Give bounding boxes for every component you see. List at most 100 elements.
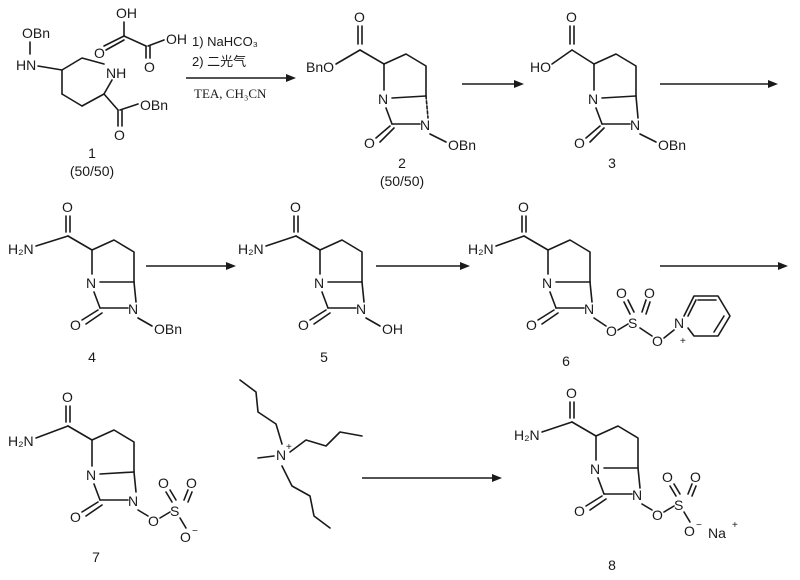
reaction-arrow-6 xyxy=(660,262,788,270)
charge-plus: + xyxy=(680,336,686,347)
atom-o: O xyxy=(364,135,375,151)
atom-o: O xyxy=(62,389,73,405)
atom-h2n: H₂N xyxy=(8,433,34,449)
charge-plus: + xyxy=(286,442,292,453)
compound-label: 5 xyxy=(320,349,328,365)
compound-6: O H₂N N O N O S O O O N + 6 xyxy=(468,199,731,369)
compound-label: 3 xyxy=(608,155,616,171)
compound-7: O H₂N N O N O S O O O − 7 xyxy=(8,389,198,565)
atom-o: O xyxy=(70,509,81,525)
atom-o: O xyxy=(684,523,695,539)
compound-1: OBn HN NH O OBn OH O O OH 1 (50/50) xyxy=(16,5,187,179)
atom-s: S xyxy=(170,503,179,519)
atom-o: O xyxy=(616,285,627,301)
atom-n: N xyxy=(128,493,138,509)
atom-o: O xyxy=(62,199,73,215)
atom-oh: OH xyxy=(382,321,403,337)
atom-h2n: H₂N xyxy=(8,241,34,257)
compound-label: 8 xyxy=(608,557,616,573)
atom-h2n: H₂N xyxy=(468,241,494,257)
atom-h2n: H₂N xyxy=(514,427,540,443)
atom-o: O xyxy=(526,317,537,333)
compound-label: 4 xyxy=(88,349,96,365)
reaction-arrow-3 xyxy=(660,80,778,88)
atom-n: N xyxy=(314,275,324,291)
atom-o: O xyxy=(574,503,585,519)
atom-nh: NH xyxy=(106,65,126,81)
atom-o: O xyxy=(566,9,577,25)
atom-n: N xyxy=(632,487,642,503)
ratio-note: (50/50) xyxy=(380,173,424,189)
atom-obn: OBn xyxy=(22,25,50,41)
atom-o: O xyxy=(662,469,673,485)
atom-n: N xyxy=(128,301,138,317)
compound-4: O H₂N N O N OBn 4 xyxy=(8,199,182,365)
atom-o: O xyxy=(290,199,301,215)
atom-o: O xyxy=(518,199,529,215)
atom-o: O xyxy=(644,285,655,301)
atom-o: O xyxy=(566,385,577,401)
atom-oh: OH xyxy=(116,5,137,21)
charge-minus: − xyxy=(696,520,702,531)
atom-oh: OH xyxy=(166,31,187,47)
atom-na: Na xyxy=(708,525,726,541)
atom-o: O xyxy=(144,59,155,75)
atom-obn: OBn xyxy=(154,321,182,337)
atom-n: N xyxy=(356,301,366,317)
compound-8: O H₂N N O N O S O O O − Na + 8 xyxy=(514,385,738,573)
atom-n: N xyxy=(86,467,96,483)
atom-o: O xyxy=(606,323,617,339)
atom-n: N xyxy=(588,91,598,107)
atom-n: N xyxy=(378,91,388,107)
atom-h2n: H₂N xyxy=(238,241,264,257)
atom-n: N xyxy=(86,275,96,291)
atom-o: O xyxy=(690,469,701,485)
atom-o: O xyxy=(652,507,663,523)
atom-o: O xyxy=(114,127,125,143)
atom-o: O xyxy=(180,529,191,545)
atom-obn: OBn xyxy=(448,137,476,153)
reagent-line-3: TEA, CH₃CN xyxy=(194,86,267,101)
atom-o: O xyxy=(354,9,365,25)
compound-3: O HO N O N OBn 3 xyxy=(530,9,686,171)
atom-o: O xyxy=(94,45,105,61)
atom-ho: HO xyxy=(530,59,551,75)
charge-minus: − xyxy=(192,526,198,537)
reaction-arrow-4 xyxy=(146,262,236,270)
atom-n: N xyxy=(584,301,594,317)
compound-label: 1 xyxy=(88,145,96,161)
compound-5: O H₂N N O N OH 5 xyxy=(238,199,403,365)
atom-obn: OBn xyxy=(658,137,686,153)
atom-o: O xyxy=(158,475,169,491)
atom-o: O xyxy=(652,333,663,349)
atom-obn: OBn xyxy=(140,97,168,113)
atom-bno: BnO xyxy=(306,59,334,75)
atom-n: N xyxy=(420,117,430,133)
atom-o: O xyxy=(298,317,309,333)
compound-label: 2 xyxy=(398,155,406,171)
reaction-arrow-7 xyxy=(362,474,502,482)
atom-hn: HN xyxy=(16,57,36,73)
atom-n: N xyxy=(674,315,684,331)
charge-plus: + xyxy=(732,520,738,531)
reaction-arrow-5 xyxy=(376,262,470,270)
tetrabutylammonium-reagent: N + xyxy=(239,379,363,529)
reaction-arrow-1: 1) NaHCO₃ 2) 二光气 TEA, CH₃CN xyxy=(186,34,296,101)
atom-o: O xyxy=(574,135,585,151)
atom-s: S xyxy=(674,497,683,513)
atom-o: O xyxy=(70,317,81,333)
atom-s: S xyxy=(628,315,637,331)
atom-o: O xyxy=(148,513,159,529)
reagent-line-1: 1) NaHCO₃ xyxy=(192,34,258,49)
compound-label: 6 xyxy=(562,353,570,369)
atom-o: O xyxy=(186,475,197,491)
ratio-note: (50/50) xyxy=(70,163,114,179)
atom-n: N xyxy=(590,461,600,477)
atom-n: N xyxy=(630,117,640,133)
compound-2: O BnO N O N OBn 2 (50/50) xyxy=(306,9,476,189)
atom-n: N xyxy=(276,447,286,463)
reaction-arrow-2 xyxy=(462,80,524,88)
atom-n: N xyxy=(542,275,552,291)
reagent-line-2: 2) 二光气 xyxy=(192,54,246,69)
